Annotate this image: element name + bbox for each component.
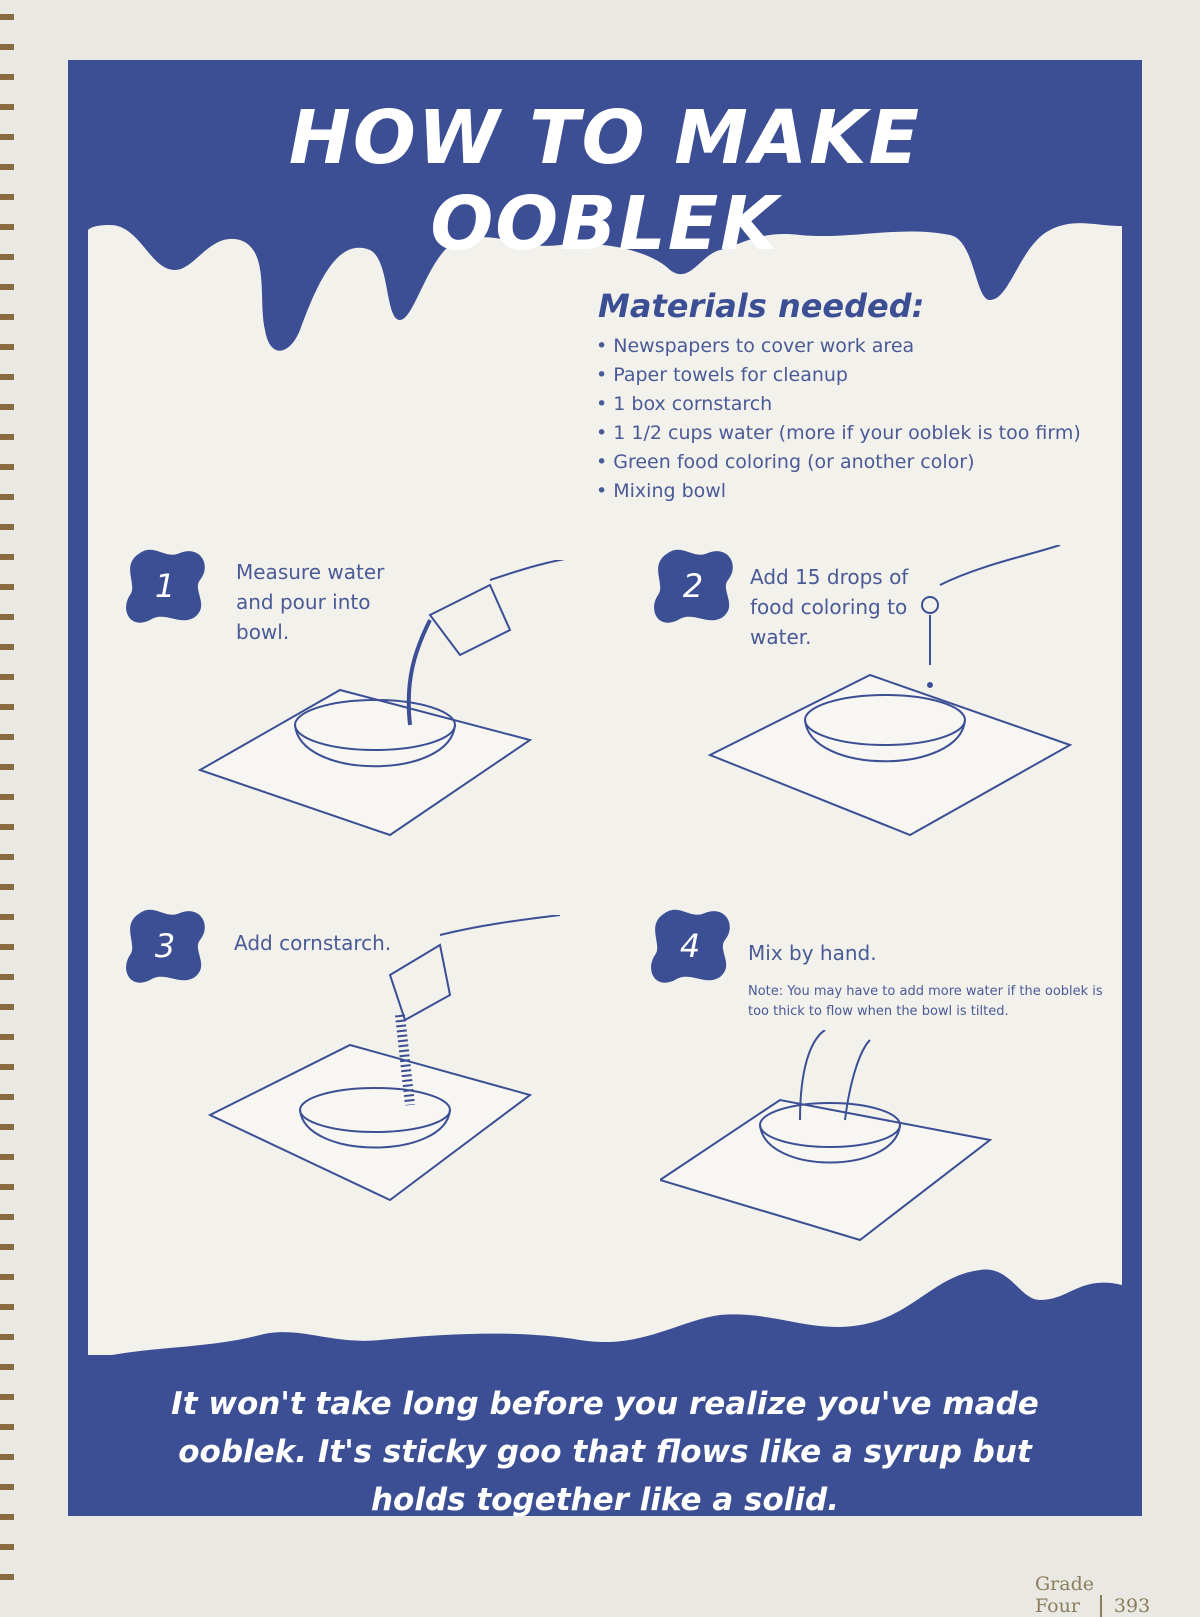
step-number: 3 [155,927,175,965]
materials-item: 1 box cornstarch [596,390,1081,419]
footer-wave [88,1269,1122,1360]
closing-text: It won't take long before you realize yo… [171,1386,1039,1518]
step-4-note: Note: You may have to add more water if … [748,984,1103,1019]
page-title: HOW TO MAKE OOBLEK [288,95,922,267]
step-2-badge: 2 [654,549,733,623]
step-1-badge: 1 [126,549,205,623]
step-number: 1 [155,567,175,605]
materials-item: Paper towels for cleanup [596,361,1081,390]
materials-item: Newspapers to cover work area [596,332,1081,361]
step-3-badge: 3 [126,909,205,983]
step-2-text: Add 15 drops of food coloring to water. [750,565,909,649]
footer-section: Grade Four [1035,1573,1094,1617]
materials-list: Newspapers to cover work area Paper towe… [596,332,1081,506]
step-4-text: Mix by hand. [748,941,877,965]
materials-item: Mixing bowl [596,477,1081,506]
materials-item: Green food coloring (or another color) [596,448,1081,477]
step-1-text: Measure water and pour into bowl. [236,560,385,644]
materials-item: 1 1/2 cups water (more if your ooblek is… [596,419,1081,448]
materials-heading: Materials needed: [598,287,925,325]
header-drips [68,60,1142,351]
step-2-illustration [707,545,1073,837]
step-1-illustration [197,560,566,837]
step-3-illustration [207,915,561,1202]
step-4-illustration [660,1030,993,1242]
step-number: 2 [683,567,703,605]
step-3-text: Add cornstarch. [234,931,392,955]
step-number: 4 [680,927,700,965]
spiral-binding [0,0,14,1600]
step-4-badge: 4 [651,909,730,983]
page-number: 393 [1099,1595,1151,1617]
